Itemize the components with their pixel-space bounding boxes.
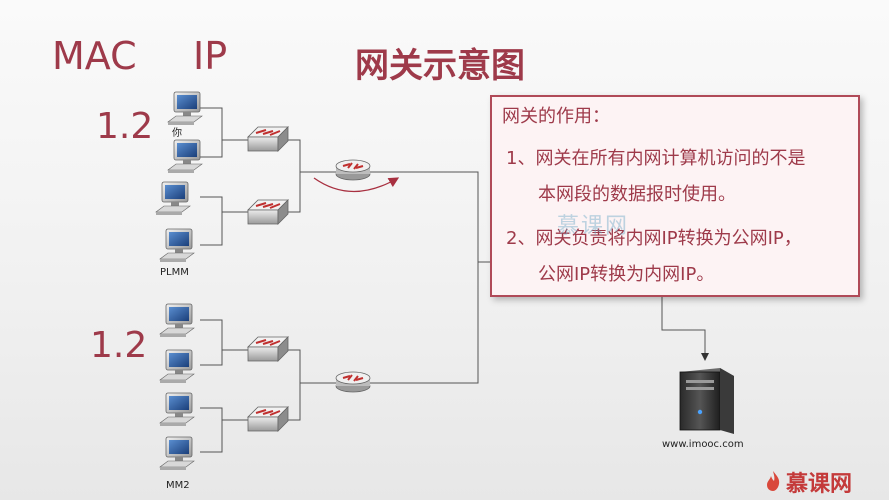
mac-label: MAC <box>52 34 137 78</box>
pc-icon <box>167 91 203 126</box>
pc-icon <box>159 303 195 338</box>
pc-icon <box>155 181 191 216</box>
gateway-info-box: 网关的作用： 1、网关在所有内网计算机访问的不是 本网段的数据报时使用。 2、网… <box>490 95 860 297</box>
group2-number: 1.2 <box>90 325 148 366</box>
router-icon <box>335 371 371 393</box>
watermark: 慕课网 <box>557 214 630 239</box>
pc-icon <box>159 436 195 471</box>
server-label: www.imooc.com <box>662 439 744 450</box>
ip-label: IP <box>193 34 228 78</box>
switch-icon <box>247 199 289 225</box>
switch-icon <box>247 406 289 432</box>
group1-number: 1.2 <box>96 106 154 147</box>
pc-icon <box>167 139 203 174</box>
you-label: 你 <box>172 126 182 139</box>
pc-icon <box>159 228 195 263</box>
diagram-title: 网关示意图 <box>355 46 525 86</box>
info-item-2-continued: 公网IP转换为内网IP。 <box>538 264 715 285</box>
info-item-1: 1、网关在所有内网计算机访问的不是 <box>506 148 806 169</box>
pc-icon <box>159 349 195 384</box>
switch-icon <box>247 126 289 152</box>
info-item-2: 2、网关负责将内网IP转换为公网IP， <box>506 228 802 249</box>
brand-logo: 慕课网 <box>786 472 853 497</box>
plmm-label: PLMM <box>160 267 189 278</box>
pc-icon <box>159 392 195 427</box>
route-arrow <box>313 177 400 193</box>
flame-logo-icon <box>767 471 780 491</box>
switch-icon <box>247 336 289 362</box>
info-item-1-continued: 本网段的数据报时使用。 <box>538 184 736 205</box>
router-icon <box>335 159 371 181</box>
server-icon <box>679 368 734 434</box>
mm2-label: MM2 <box>166 480 190 491</box>
info-title: 网关的作用： <box>502 106 610 127</box>
